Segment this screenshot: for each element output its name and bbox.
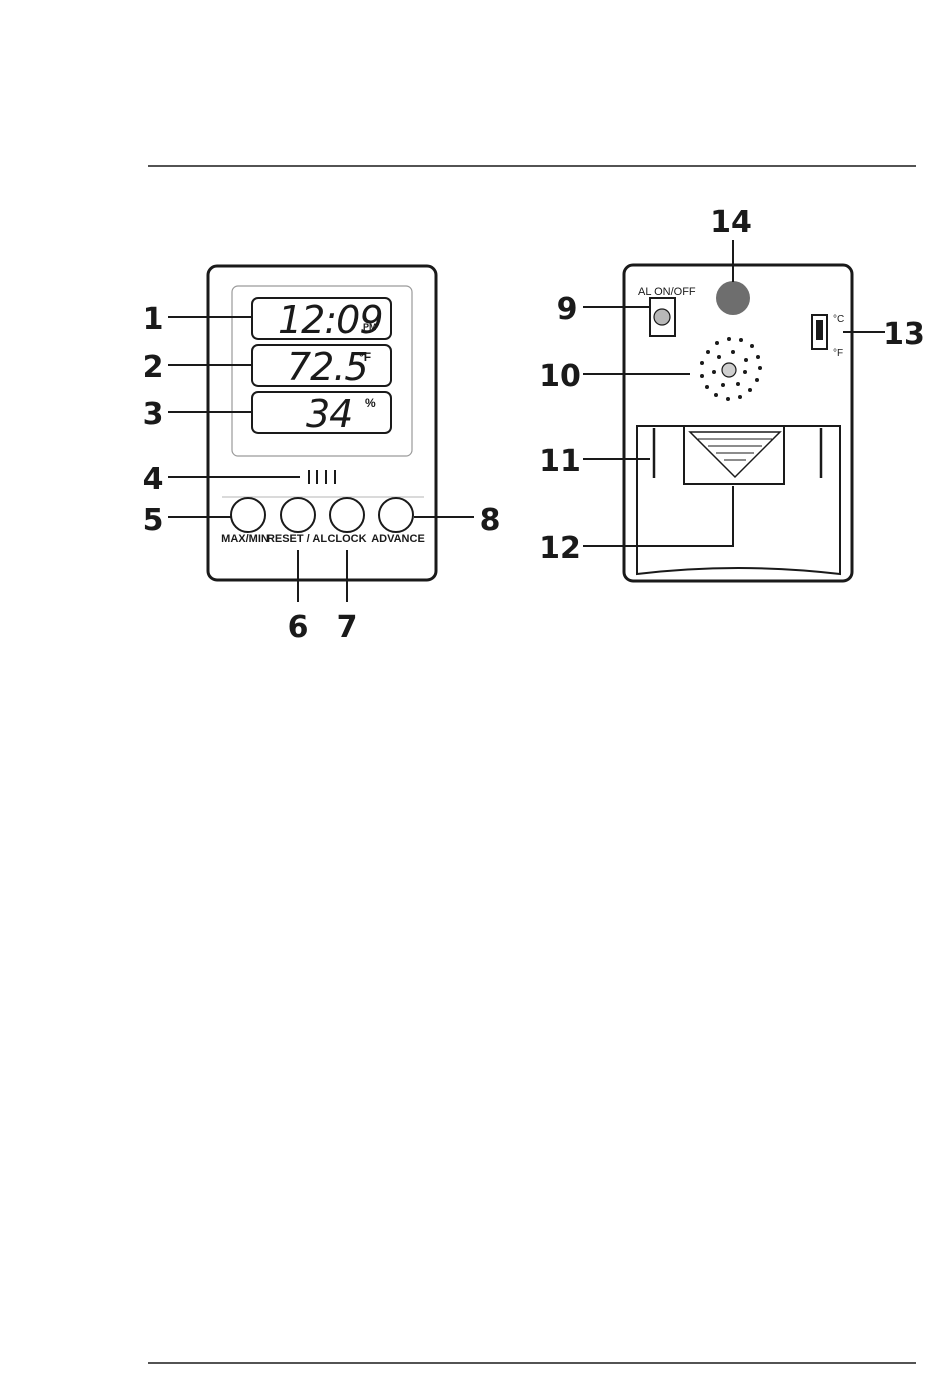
callout-9: 9	[557, 292, 578, 327]
deg-c-label: °C	[833, 314, 844, 325]
advance-label: ADVANCE	[371, 533, 425, 545]
humidity-value: 34	[306, 392, 352, 436]
al-on-off-switch[interactable]	[654, 309, 670, 325]
callout-10: 10	[539, 359, 581, 394]
al-switch-label: AL ON/OFF	[638, 286, 696, 298]
callout-14: 14	[710, 205, 752, 240]
callout-4: 4	[143, 462, 164, 497]
callout-8: 8	[480, 503, 501, 538]
callout-2: 2	[143, 350, 164, 385]
time-value: 12:09	[278, 298, 383, 342]
callout-5: 5	[143, 503, 164, 538]
callout-1: 1	[143, 302, 164, 337]
callout-13: 13	[883, 317, 925, 352]
clock-label: CLOCK	[327, 533, 366, 545]
temperature-unit: °F	[359, 350, 371, 364]
advance-button[interactable]	[379, 498, 413, 532]
clock-button[interactable]	[330, 498, 364, 532]
callout-11: 11	[539, 444, 581, 479]
callout-6: 6	[288, 610, 309, 645]
unit-switch[interactable]	[816, 320, 823, 340]
back-view: AL ON/OFF °C °F	[624, 265, 852, 581]
temperature-value: 72.5	[287, 345, 368, 389]
max-min-label: MAX/MIN	[221, 533, 269, 545]
time-suffix: PM	[363, 322, 377, 332]
hanging-hole	[716, 281, 750, 315]
speaker-center	[722, 363, 736, 377]
deg-f-label: °F	[833, 348, 843, 359]
reset-al-label: RESET / AL	[267, 533, 327, 545]
reset-al-button[interactable]	[281, 498, 315, 532]
humidity-unit: %	[365, 396, 376, 410]
callout-3: 3	[143, 397, 164, 432]
callout-12: 12	[539, 531, 581, 566]
callout-7: 7	[337, 610, 358, 645]
front-view: 12:09 PM 72.5 °F 34 % MAX/MIN RESET / AL…	[208, 266, 436, 580]
max-min-button[interactable]	[231, 498, 265, 532]
